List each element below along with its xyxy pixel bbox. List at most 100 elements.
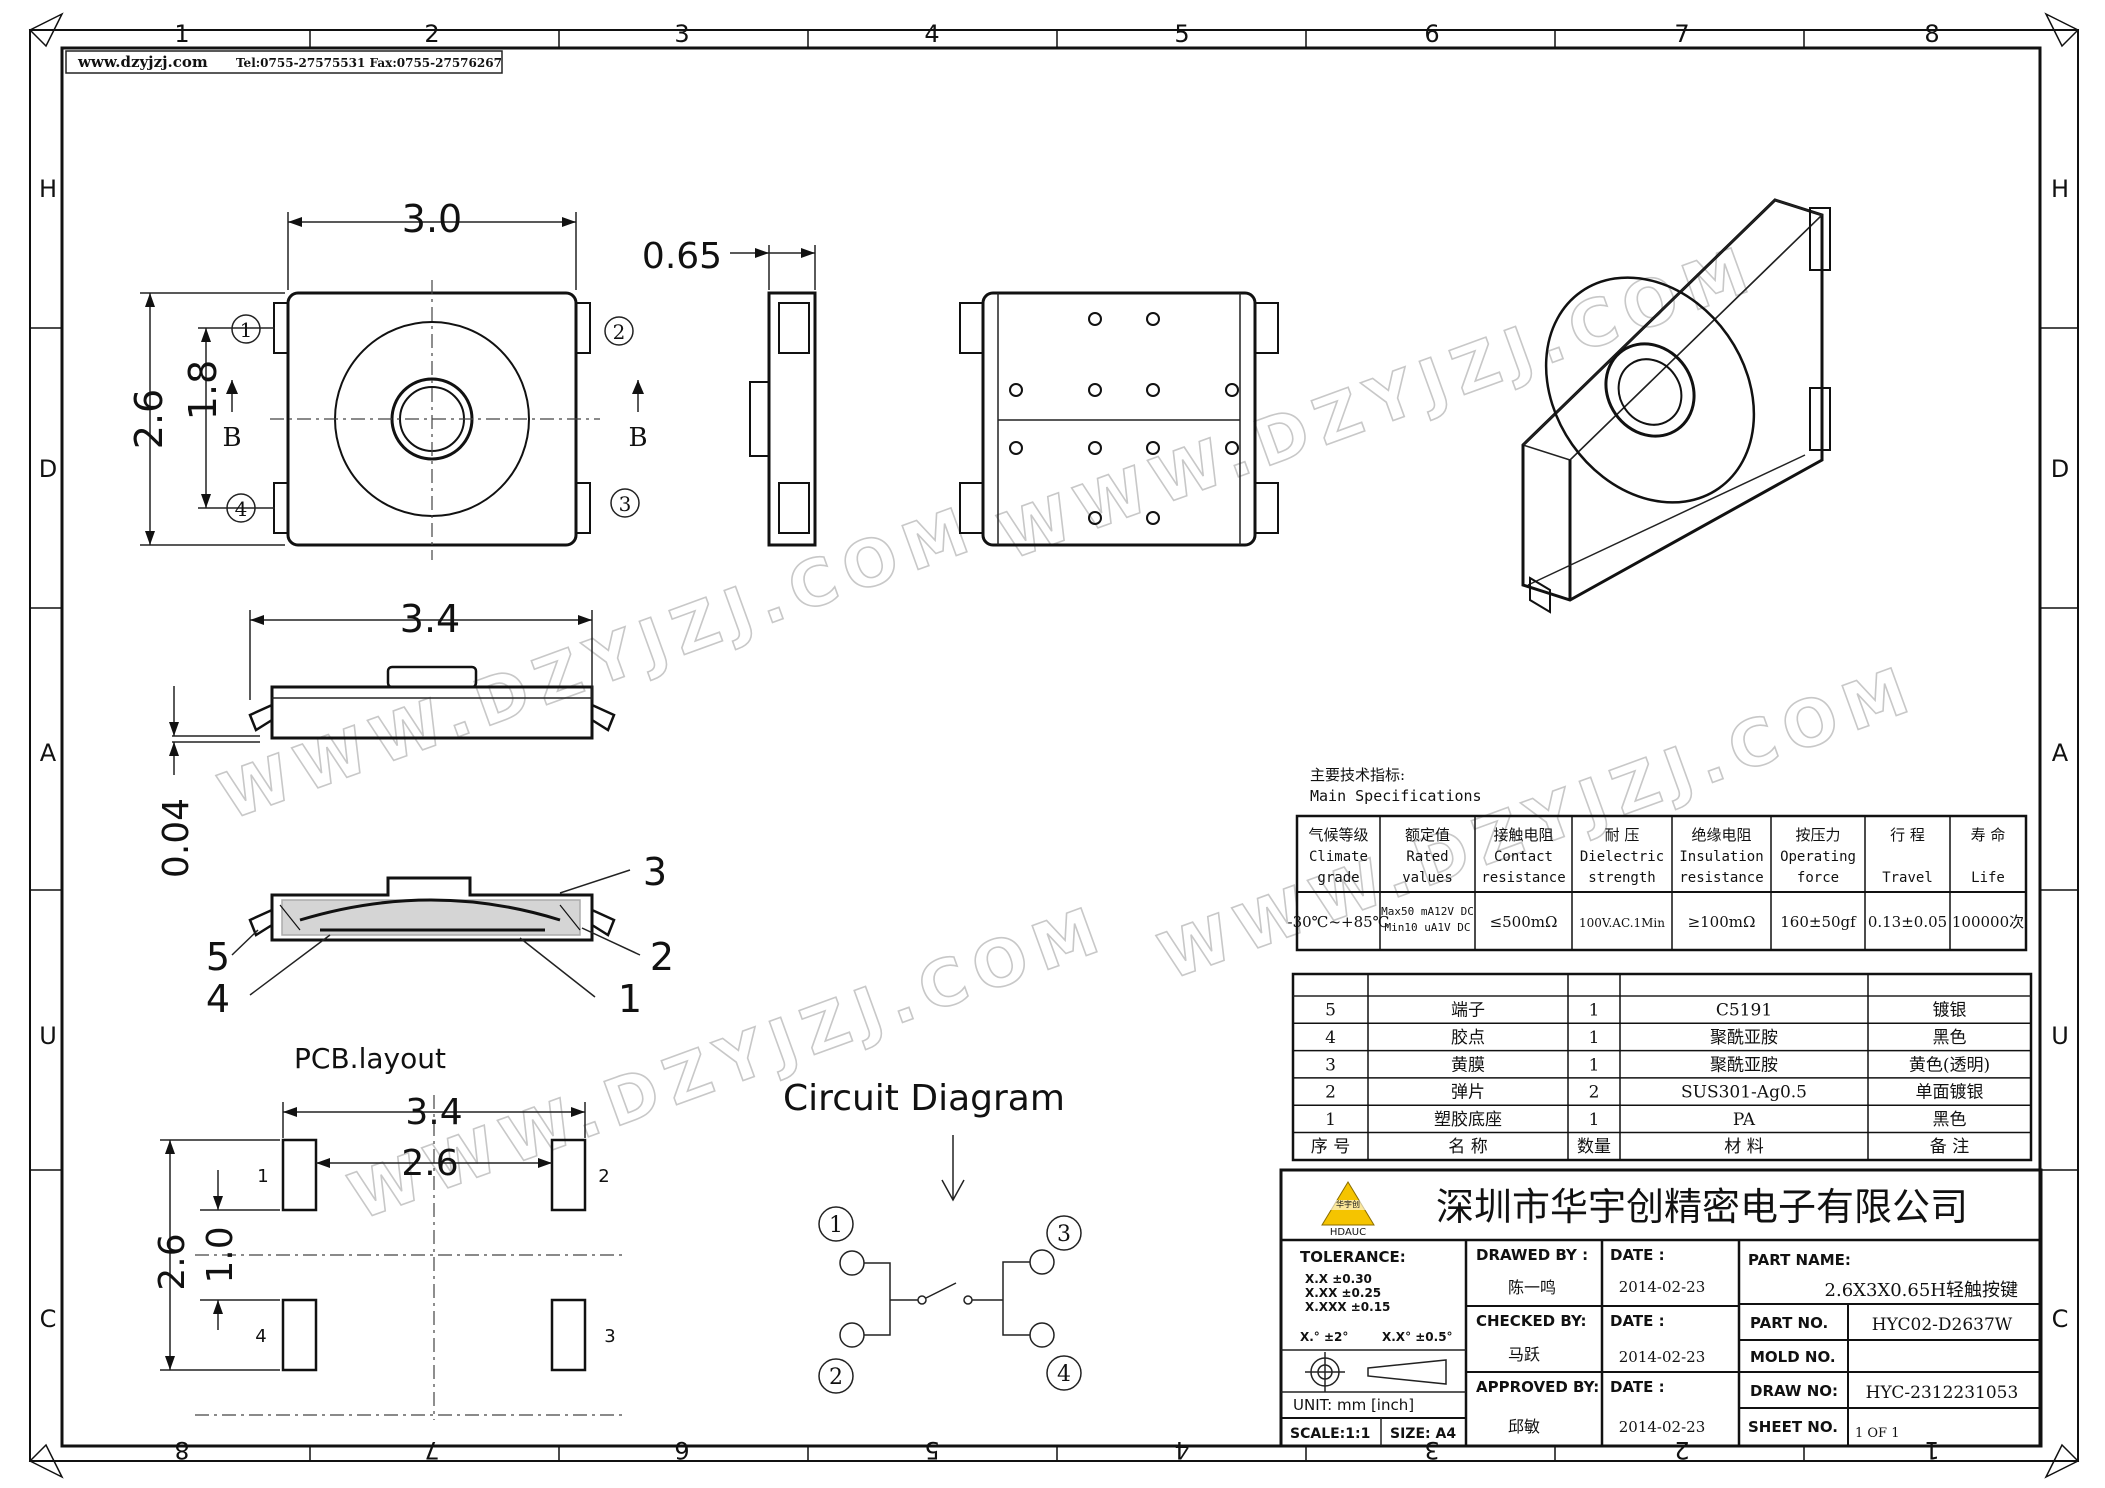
spec-header-en: Insulation — [1679, 849, 1763, 865]
sheet-no: 1 OF 1 — [1855, 1426, 1899, 1441]
corner-arrow-icon — [28, 1443, 64, 1479]
drawn-by-label: DRAWED BY : — [1476, 1246, 1588, 1264]
spec-header-cn: 行 程 — [1890, 826, 1925, 844]
approved-by-label: APPROVED BY: — [1476, 1378, 1599, 1396]
tolerance-label: TOLERANCE: — [1300, 1248, 1406, 1266]
spec-header-cn: 按压力 — [1795, 826, 1840, 844]
spec-value: 0.13±0.05 — [1868, 913, 1947, 931]
date-label-1: DATE : — [1610, 1246, 1665, 1264]
date-checked: 2014-02-23 — [1619, 1348, 1705, 1366]
callout-4: 4 — [206, 977, 230, 1021]
side-view-thin: 0.65 — [642, 236, 817, 547]
draw-no-label: DRAW NO: — [1750, 1382, 1838, 1400]
spec-header-en: strength — [1588, 870, 1655, 886]
bom-cell-material: SUS301-Ag0.5 — [1681, 1083, 1807, 1103]
mold-no-label: MOLD NO. — [1750, 1348, 1836, 1366]
bom-cell-note: 单面镀银 — [1916, 1083, 1984, 1103]
grid-col-label: 8 — [174, 1436, 189, 1464]
grid-col-label: 3 — [1424, 1436, 1439, 1464]
grid-col-label: 5 — [924, 1436, 939, 1464]
grid-row-label: C — [40, 1305, 57, 1333]
spec-value: ≤500mΩ — [1490, 913, 1558, 931]
spec-header-en: Travel — [1882, 870, 1933, 886]
spec-header-en: Dielectric — [1580, 849, 1664, 865]
website-text: www.dzyjzj.com — [77, 53, 208, 71]
bom-cell-name: 黄膜 — [1451, 1055, 1485, 1075]
spec-header-en: grade — [1317, 870, 1359, 886]
tolerance-angle-2: X.X° ±0.5° — [1382, 1330, 1453, 1344]
bom-cell-material: 聚酰亚胺 — [1710, 1055, 1778, 1075]
isometric-view — [1521, 198, 1831, 614]
spec-value: ≥100mΩ — [1688, 913, 1756, 931]
projection-symbol-icon — [1305, 1352, 1447, 1392]
callout-3: 3 — [643, 850, 667, 894]
logo-cn: 华宇创 — [1336, 1199, 1360, 1209]
date-drawn: 2014-02-23 — [1619, 1278, 1705, 1296]
side-view-wide: 3.4 0.04 — [156, 597, 616, 878]
pad-label-3: 3 — [604, 1326, 615, 1347]
approved-by: 邱敏 — [1508, 1417, 1540, 1436]
bom-cell-no: 4 — [1325, 1028, 1336, 1048]
dim-height-total: 2.6 — [127, 389, 171, 449]
spec-heading-en: Main Specifications — [1310, 787, 1482, 805]
corner-arrow-icon — [2044, 12, 2080, 48]
grid-row-label: U — [39, 1022, 57, 1050]
circuit-diagram: Circuit Diagram 1 2 3 4 — [783, 1078, 1082, 1394]
dim-width-top: 3.0 — [402, 197, 462, 241]
spec-header-cn: 耐 压 — [1605, 826, 1640, 844]
spec-header-cn: 绝缘电阻 — [1691, 826, 1751, 844]
watermark-text: WWW.DZYJZJ.COM — [1150, 652, 1927, 995]
callout-5: 5 — [206, 935, 230, 979]
bom-cell-qty: 数量 — [1577, 1137, 1611, 1157]
bom-cell-material: 材 料 — [1724, 1137, 1763, 1157]
bom-cell-material: C5191 — [1716, 1001, 1772, 1021]
date-label-3: DATE : — [1610, 1378, 1665, 1396]
bom-cell-no: 序 号 — [1311, 1137, 1350, 1157]
spec-value: 160±50gf — [1780, 913, 1857, 931]
bom-cell-material: PA — [1733, 1110, 1756, 1130]
bom-cell-note: 备 注 — [1930, 1137, 1969, 1157]
checked-by-label: CHECKED BY: — [1476, 1312, 1587, 1330]
bom-cell-qty: 1 — [1589, 1055, 1600, 1075]
bom-cell-note: 镀银 — [1933, 1001, 1967, 1021]
draw-no: HYC-2312231053 — [1866, 1383, 2019, 1403]
spec-header-en: force — [1797, 870, 1839, 886]
terminal-marker — [818, 1206, 854, 1242]
grid-col-label: 2 — [424, 20, 439, 48]
pin-marker — [604, 316, 634, 346]
spec-header-en: resistance — [1481, 870, 1565, 886]
pad-label-1: 1 — [257, 1166, 268, 1187]
top-view: 3.0 2.6 1.8 B B 1 2 3 4 — [127, 197, 648, 560]
sheet-frame — [28, 12, 2080, 1479]
company-logo: 华宇创 HDAUC — [1321, 1181, 1375, 1238]
bom-cell-no: 1 — [1325, 1110, 1336, 1130]
bom-cell-name: 端子 — [1451, 1001, 1485, 1021]
grid-col-label: 3 — [674, 20, 689, 48]
bom-cell-no: 3 — [1325, 1055, 1336, 1075]
part-no: HYC02-D2637W — [1872, 1315, 2013, 1335]
dim-width-side: 3.4 — [400, 597, 460, 641]
grid-row-label: A — [2052, 739, 2069, 767]
bom-cell-qty: 1 — [1589, 1110, 1600, 1130]
spec-header-cn: 额定值 — [1405, 826, 1450, 844]
spec-header-en: resistance — [1679, 870, 1763, 886]
date-approved: 2014-02-23 — [1619, 1418, 1705, 1436]
circuit-pin-2: 2 — [829, 1365, 843, 1390]
unit-label: UNIT: mm [inch] — [1293, 1396, 1414, 1414]
corner-arrow-icon — [2044, 1443, 2080, 1479]
corner-arrow-icon — [28, 12, 64, 48]
pad-label-4: 4 — [255, 1326, 266, 1347]
watermark: WWW.DZYJZJ.COM WWW.DZYJZJ.COM WWW.DZYJZJ… — [209, 231, 1928, 1236]
grid-row-label: H — [2051, 175, 2069, 203]
grid-row-label: C — [2052, 1305, 2069, 1333]
scale-label: SCALE:1:1 — [1290, 1426, 1370, 1442]
grid-row-label: U — [2051, 1022, 2069, 1050]
grid-ticks — [30, 30, 2078, 1461]
bom-cell-name: 胶点 — [1451, 1028, 1485, 1048]
dim-height-inner: 1.8 — [181, 360, 225, 420]
spec-table: 主要技术指标: Main Specifications 气候等级Climateg… — [1288, 766, 2028, 952]
spec-header-en: Contact — [1494, 849, 1553, 865]
grid-col-label: 1 — [1924, 1436, 1939, 1464]
pin-marker — [231, 314, 261, 344]
